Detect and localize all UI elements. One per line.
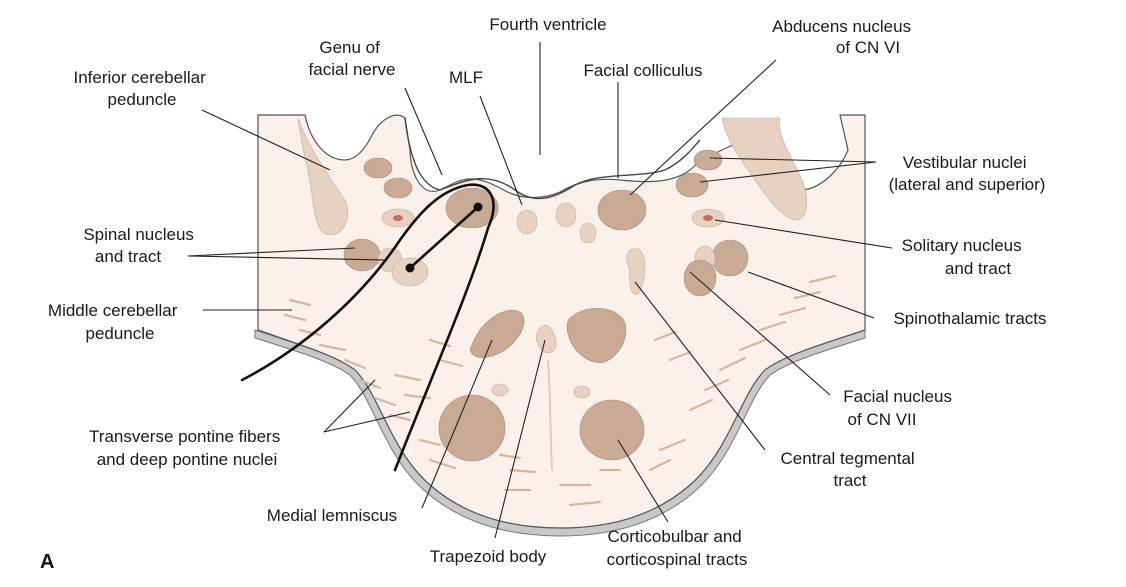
panel-label: A xyxy=(40,551,54,573)
facial-nerve-course-outer xyxy=(240,183,495,472)
central-tegmental-tract xyxy=(626,248,646,296)
fourth-ventricle-floor xyxy=(404,117,701,200)
abducens-nucleus xyxy=(597,189,647,231)
label-spinothalamic-tracts: Spinothalamic tracts xyxy=(893,309,1046,328)
spinal-nucleus-left xyxy=(343,238,381,272)
facial-nerve-dot-upper xyxy=(473,202,483,212)
facial-nerve-dot-lower xyxy=(405,263,415,273)
corticospinal-tract-right xyxy=(579,399,645,461)
label-mlf: MLF xyxy=(449,68,483,87)
label-trapezoid-body: Trapezoid body xyxy=(430,547,547,566)
facial-nerve-course-inner xyxy=(408,205,480,270)
inferior-cerebellar-peduncle-left xyxy=(297,117,349,236)
label-spinal-nucleus-tract: Spinal nucleus and tract xyxy=(83,225,198,266)
label-inferior-cerebellar-peduncle: Inferior cerebellar peduncle xyxy=(73,68,210,109)
label-corticobulbar-corticospinal: Corticobulbar and corticospinal tracts xyxy=(607,527,748,569)
label-transverse-pontine-fibers: Transverse pontine fibers and deep ponti… xyxy=(89,427,285,469)
trapezoid-body xyxy=(536,325,557,353)
label-fourth-ventricle: Fourth ventricle xyxy=(489,15,606,34)
label-facial-nucleus: Facial nucleus of CN VII xyxy=(843,387,956,429)
solitary-nucleus-left-core xyxy=(393,215,403,221)
leader-lines xyxy=(187,42,893,539)
midline-raphe xyxy=(547,359,553,471)
label-central-tegmental-tract: Central tegmental tract xyxy=(781,449,920,490)
abducens-fiber-spot xyxy=(579,222,597,244)
vestibular-nucleus-right-lateral xyxy=(675,172,709,198)
label-vestibular-nuclei: Vestibular nuclei (lateral and superior) xyxy=(889,153,1046,194)
mlf-right xyxy=(555,202,577,228)
spinal-nucleus-right xyxy=(711,239,749,277)
pontine-nucleus-small-right xyxy=(573,385,591,399)
genu-facial-nerve-nucleus xyxy=(445,187,499,229)
label-medial-lemniscus: Medial lemniscus xyxy=(267,506,397,525)
label-abducens-nucleus: Abducens nucleus of CN VI xyxy=(772,17,916,57)
solitary-nucleus-right-core xyxy=(703,215,713,221)
medial-lemniscus-right xyxy=(566,307,627,363)
pontine-nucleus-small-left xyxy=(491,383,509,397)
vestibular-nucleus-left-lateral xyxy=(383,177,413,199)
vestibular-nucleus-right-superior xyxy=(693,149,723,171)
label-genu-facial-nerve: Genu of facial nerve xyxy=(309,38,396,79)
mlf-left xyxy=(516,209,538,235)
label-solitary-nucleus-tract: Solitary nucleus and tract xyxy=(902,236,1027,278)
facial-nucleus-right xyxy=(683,259,717,297)
label-middle-cerebellar-peduncle: Middle cerebellar peduncle xyxy=(48,301,182,343)
corticospinal-tract-left xyxy=(438,394,506,462)
vestibular-nucleus-left-superior xyxy=(363,157,393,179)
transverse-pontine-fibers xyxy=(283,274,837,507)
label-facial-colliculus: Facial colliculus xyxy=(583,61,702,80)
inferior-cerebellar-peduncle-right xyxy=(721,117,807,221)
